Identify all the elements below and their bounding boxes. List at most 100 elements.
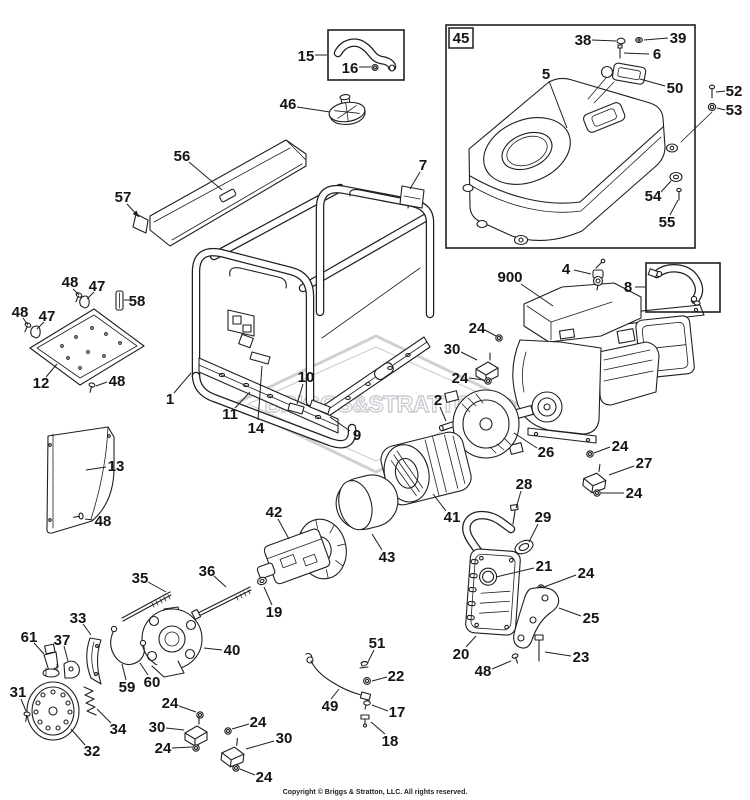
callout-leader-24 — [484, 329, 497, 337]
callout-leader-10 — [296, 383, 304, 405]
callout-900-16: 900 — [497, 269, 522, 286]
callout-leader-42 — [277, 518, 290, 540]
callout-41-27: 41 — [444, 509, 461, 526]
callout-leader-56 — [188, 161, 223, 191]
callout-leader-47 — [86, 291, 95, 300]
callout-leader-38 — [591, 39, 617, 42]
crankcase — [512, 339, 602, 435]
callout-52-12: 52 — [726, 83, 743, 100]
nut-24 — [593, 489, 601, 497]
callout-leader-48 — [22, 317, 29, 326]
callout-55-15: 55 — [659, 214, 676, 231]
bracket-25-drawing — [513, 587, 560, 649]
inset-tag-box-45 — [448, 27, 474, 49]
callout-42-29: 42 — [266, 504, 283, 521]
tank-hardware-drawing — [616, 37, 717, 201]
callout-19-54: 19 — [266, 604, 283, 621]
fuel-valve-drawing — [592, 258, 606, 291]
nut-24 — [586, 450, 594, 458]
callout-30-65: 30 — [149, 719, 166, 736]
callout-46-2: 46 — [280, 96, 297, 113]
frame-decal-9 — [309, 399, 331, 415]
side-panel-drawing — [46, 426, 115, 534]
callout-24-21: 24 — [452, 370, 469, 387]
base-plate-drawing — [29, 308, 145, 386]
callout-leader-12 — [45, 363, 58, 378]
mount-30 — [184, 716, 208, 747]
callout-leader-24 — [593, 446, 611, 454]
callout-7-5: 7 — [419, 157, 427, 174]
callout-43-28: 43 — [379, 549, 396, 566]
nut-24 — [495, 334, 503, 342]
clamp-37-drawing — [63, 660, 80, 679]
callout-13-45: 13 — [108, 458, 125, 475]
callout-leader-48 — [72, 288, 80, 296]
callout-leader-29 — [528, 523, 539, 543]
callout-48-37: 48 — [475, 663, 492, 680]
callout-36-53: 36 — [199, 563, 216, 580]
callout-37-58: 37 — [54, 632, 71, 649]
callout-leader-1 — [173, 372, 192, 394]
callout-61-57: 61 — [21, 629, 38, 646]
callout-34-63: 34 — [110, 721, 127, 738]
decal-7-drawing — [399, 185, 425, 209]
callout-leader-59 — [121, 663, 127, 681]
mount-30 — [219, 736, 246, 769]
rotor-drawing — [256, 518, 347, 586]
callout-leader-23 — [544, 651, 572, 657]
callout-arrowhead-57 — [132, 210, 139, 217]
callout-leader-53 — [716, 107, 726, 111]
callout-24-69: 24 — [256, 769, 273, 786]
callout-leader-900 — [520, 283, 554, 307]
callout-48-46: 48 — [95, 513, 112, 530]
callout-leader-37 — [63, 645, 69, 662]
callout-leader-17 — [371, 704, 389, 712]
callout-24-66: 24 — [155, 740, 172, 757]
callout-leader-13 — [85, 466, 107, 471]
inset-box-fuel-tank — [445, 24, 717, 249]
callout-leader-41 — [432, 493, 447, 512]
callout-35-52: 35 — [132, 570, 149, 587]
callout-leader-54 — [660, 180, 672, 193]
callout-leader-2 — [439, 406, 447, 422]
callout-27-25: 27 — [636, 455, 653, 472]
fuel-gauge-drawing — [587, 62, 647, 104]
callout-leader-50 — [639, 78, 666, 87]
nut-24 — [484, 377, 492, 385]
callout-1-47: 1 — [166, 391, 174, 408]
callout-11-48: 11 — [222, 406, 238, 423]
callout-24-19: 24 — [469, 320, 486, 337]
callout-8-18: 8 — [624, 279, 632, 296]
fuel-tank-drawing — [462, 77, 679, 246]
hose-clamp — [371, 63, 379, 72]
stud-35-drawing — [121, 591, 172, 622]
nut-24 — [224, 727, 232, 735]
callout-leader-21 — [495, 567, 535, 578]
wire-49-drawing — [305, 652, 372, 701]
callout-48-44: 48 — [109, 373, 126, 390]
callout-4-17: 4 — [562, 261, 571, 278]
callout-21-32: 21 — [536, 558, 553, 575]
frame-decal-14 — [249, 351, 271, 365]
muffler-drawing — [462, 503, 560, 665]
plug-61-drawing — [42, 643, 60, 678]
callout-leader-24 — [468, 377, 485, 381]
brush-spring-drawing — [83, 686, 97, 716]
blower-housing-drawing — [438, 389, 524, 459]
callout-20-36: 20 — [453, 646, 470, 663]
callout-leader-31 — [20, 698, 27, 712]
callout-leader-49 — [330, 688, 340, 700]
nut-24 — [192, 744, 200, 752]
bearing-carrier-drawing — [141, 606, 203, 678]
callout-leader-5 — [548, 80, 568, 129]
callout-26-23: 26 — [538, 444, 555, 461]
callout-24-64: 24 — [162, 695, 179, 712]
callout-30-20: 30 — [444, 341, 461, 358]
small-hardware-drawing — [359, 660, 371, 728]
callout-leader-26 — [513, 432, 538, 449]
callout-leader-32 — [70, 728, 86, 746]
callout-38-7: 38 — [575, 32, 592, 49]
callout-14-49: 14 — [248, 420, 265, 437]
callout-29-31: 29 — [535, 509, 552, 526]
